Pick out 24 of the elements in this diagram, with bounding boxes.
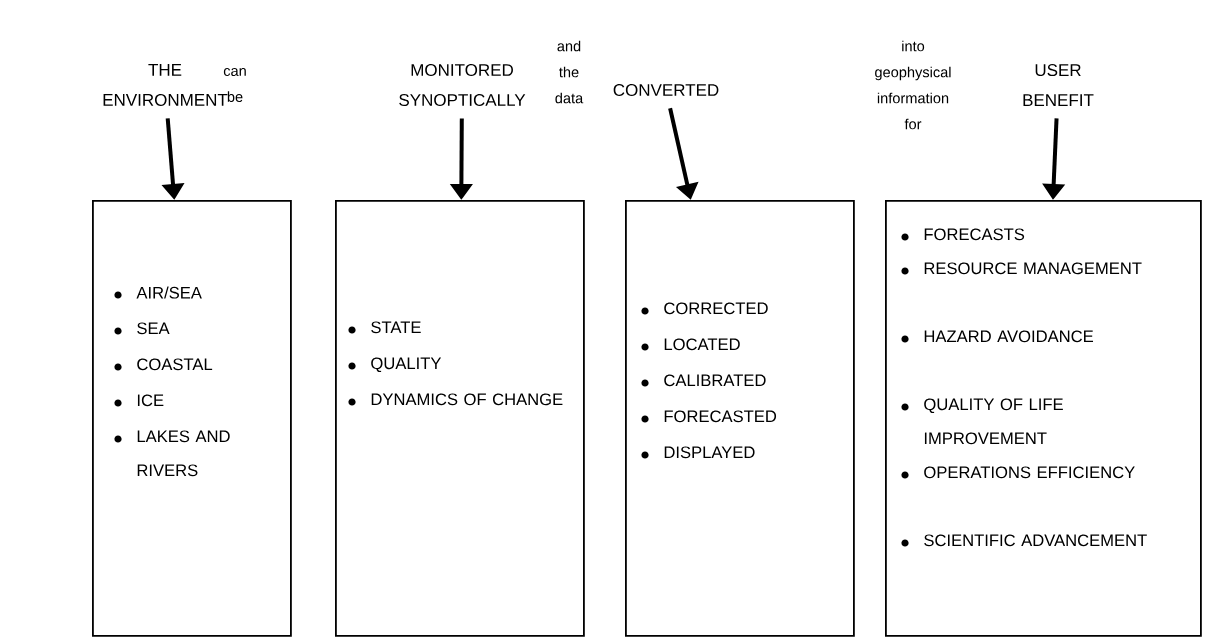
list-item: QUALITY <box>348 357 442 373</box>
list-item: ICE <box>114 394 164 407</box>
list-item: DYNAMICS OF CHANGE <box>348 393 563 406</box>
list-item: CALIBRATED <box>641 374 766 387</box>
list-item: QUALITY OF LIFE IMPROVEMENT <box>901 398 1063 445</box>
list-item: FORECASTED <box>641 410 777 423</box>
list-item: COASTAL <box>114 358 213 371</box>
list-item: DISPLAYED <box>641 446 755 459</box>
list-item: RESOURCE MANAGEMENT <box>901 262 1142 275</box>
connecting-word: and the data <box>555 40 584 104</box>
column-heading: USER BENEFIT <box>1023 64 1094 106</box>
column-heading: MONITORED SYNOPTICALLY <box>399 64 526 106</box>
list-item: AIR/SEA <box>114 286 202 299</box>
list-item: SCIENTIFIC ADVANCEMENT <box>901 534 1147 547</box>
list-item: LOCATED <box>641 338 740 351</box>
list-item: OPERATIONS EFFICIENCY <box>901 466 1135 479</box>
column-heading: CONVERTED <box>613 84 719 96</box>
list-item: HAZARD AVOIDANCE <box>901 330 1093 343</box>
list-item: STATE <box>348 321 421 334</box>
list-item: LAKES AND RIVERS <box>114 430 230 477</box>
list-item: SEA <box>114 322 170 335</box>
list-item: FORECASTS <box>901 228 1025 241</box>
connecting-word: into geophysical information for <box>875 40 951 130</box>
list-item: CORRECTED <box>641 302 768 315</box>
